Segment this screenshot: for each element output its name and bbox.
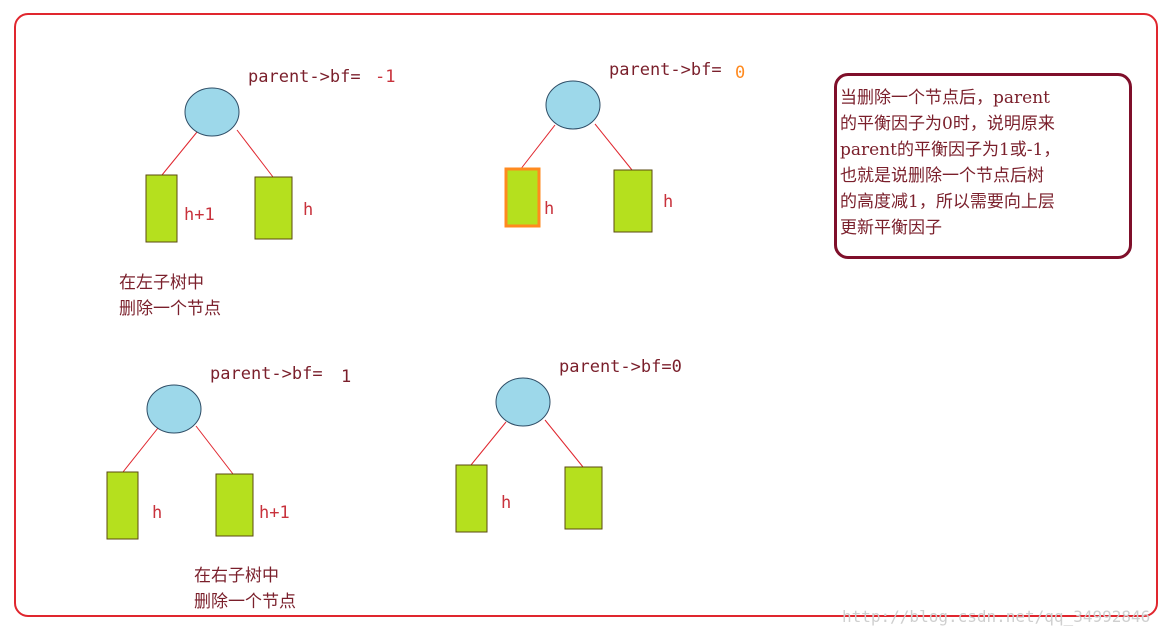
- right-subtree: [215, 473, 254, 537]
- right-edge: [544, 419, 584, 468]
- left-height-label: h+1: [184, 205, 215, 225]
- bf-label: parent->bf=: [210, 364, 323, 384]
- bf-value: -1: [375, 67, 396, 87]
- note-line: parent的平衡因子为1或-1，: [840, 140, 1061, 160]
- parent-node: [545, 80, 601, 130]
- right-edge: [236, 129, 274, 178]
- left-height-label: h: [501, 493, 512, 513]
- caption-line-1: 在左子树中: [119, 273, 204, 293]
- parent-node: [495, 377, 551, 427]
- diagram-frame: [14, 13, 1158, 617]
- bf-label: parent->bf=: [248, 67, 361, 87]
- tree-bf-minus-1: [145, 87, 293, 243]
- tree-bf-0: [455, 377, 603, 533]
- caption-line-2: 删除一个节点: [119, 299, 221, 319]
- tree-bf-1: [106, 384, 254, 540]
- right-subtree: [613, 169, 653, 233]
- right-edge: [594, 123, 633, 171]
- bf-label: parent->bf=: [609, 60, 722, 80]
- note-line: 也就是说删除一个节点后树: [840, 166, 1044, 186]
- parent-node: [184, 87, 240, 137]
- note-line: 的高度减1，所以需要向上层: [840, 192, 1055, 212]
- caption-line-1: 在右子树中: [194, 566, 279, 586]
- note-line: 更新平衡因子: [840, 218, 942, 238]
- left-edge: [161, 131, 198, 176]
- tree-bf-0-after-delete: [504, 80, 653, 233]
- parent-node: [146, 384, 202, 434]
- right-edge: [195, 425, 234, 475]
- explanation-note: 当删除一个节点后，parent 的平衡因子为0时，说明原来 parent的平衡因…: [834, 73, 1132, 259]
- right-subtree: [564, 466, 603, 530]
- bf-label: parent->bf=0: [559, 357, 682, 377]
- right-subtree: [254, 176, 293, 240]
- left-subtree: [455, 464, 488, 533]
- left-height-label: h: [544, 199, 555, 219]
- left-subtree-highlighted: [504, 167, 541, 228]
- watermark: http://blog.csdn.net/qq_34992846: [842, 607, 1151, 626]
- note-line: 的平衡因子为0时，说明原来: [840, 114, 1055, 134]
- right-height-label: h+1: [259, 503, 290, 523]
- left-subtree: [145, 174, 178, 243]
- left-edge: [122, 427, 159, 473]
- right-height-label: h: [303, 200, 314, 220]
- caption-line-2: 删除一个节点: [194, 592, 296, 612]
- note-line: 当删除一个节点后，parent: [840, 88, 1050, 108]
- left-edge: [519, 124, 556, 171]
- right-height-label: h: [663, 192, 674, 212]
- left-subtree: [106, 471, 139, 540]
- bf-value: 1: [341, 367, 352, 387]
- bf-value: 0: [735, 63, 746, 83]
- left-height-label: h: [152, 503, 163, 523]
- left-edge: [470, 421, 507, 466]
